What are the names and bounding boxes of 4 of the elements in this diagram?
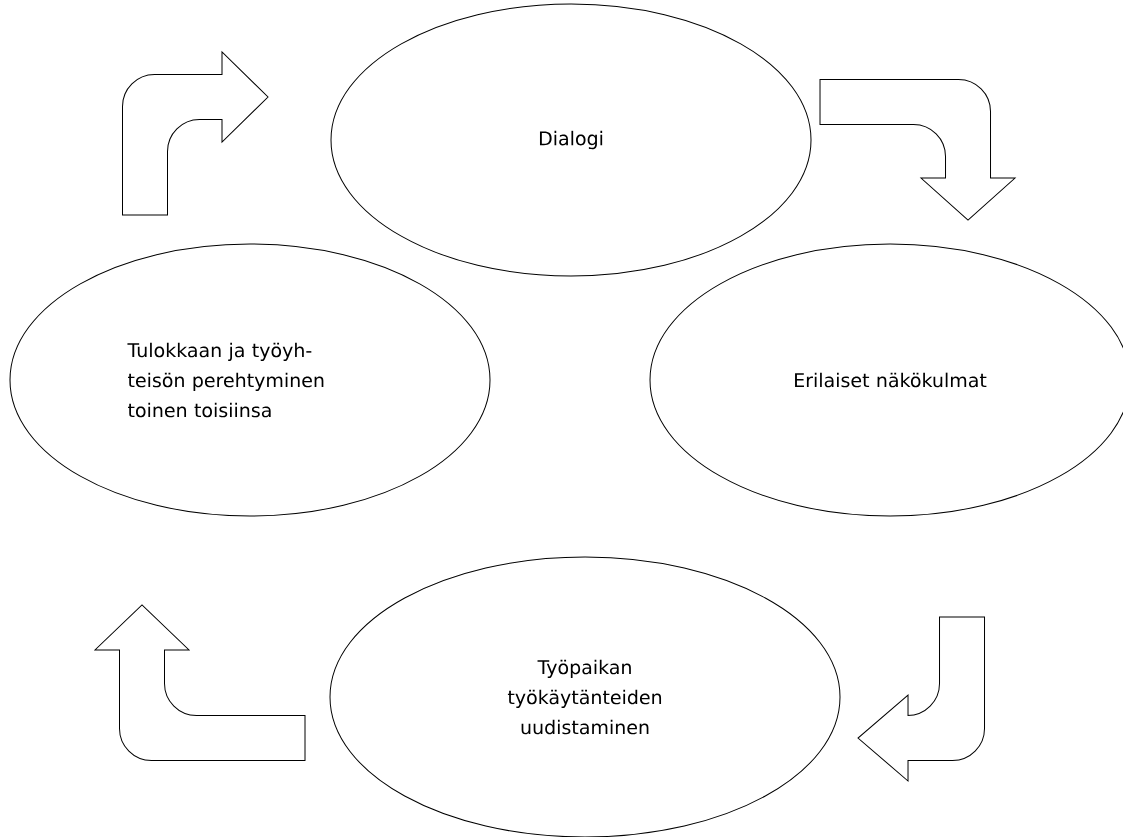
block-arrow [94, 604, 306, 761]
block-arrow [819, 79, 1016, 221]
block-arrow [122, 51, 269, 216]
block-arrow [857, 616, 985, 782]
